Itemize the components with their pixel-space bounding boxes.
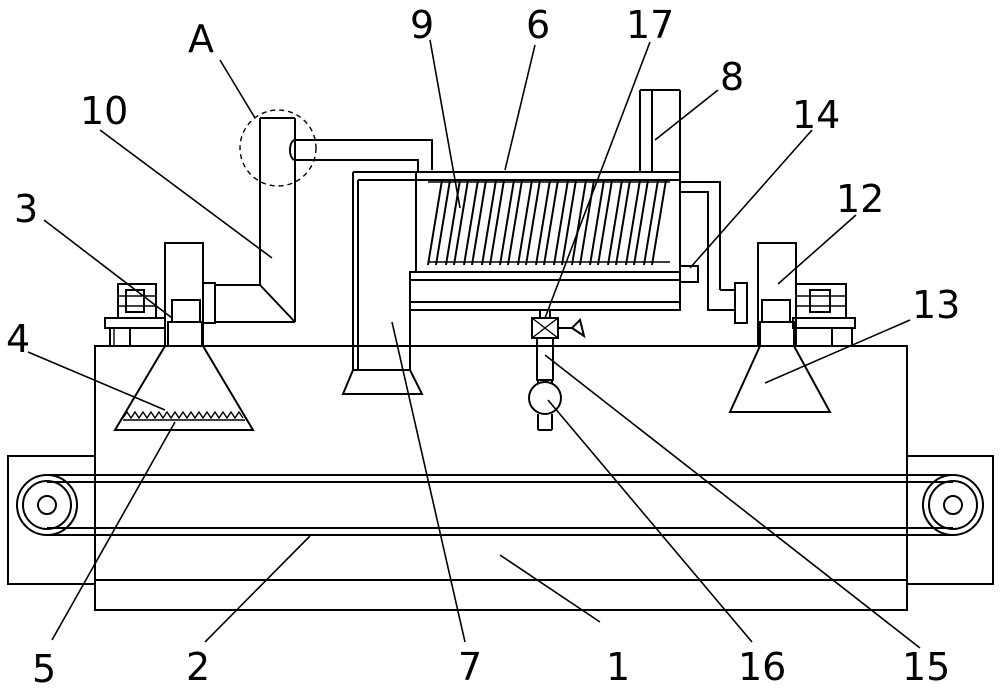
label-a: A: [188, 17, 214, 61]
ball-16: [528, 380, 562, 431]
label-14: 14: [792, 93, 840, 137]
label-5: 5: [32, 647, 56, 689]
conveyor-belt: [16, 474, 984, 536]
left-fan-assembly: [104, 242, 216, 347]
label-10: 10: [80, 89, 128, 133]
label-3: 3: [14, 187, 38, 231]
label-15: 15: [902, 645, 950, 689]
label-13: 13: [912, 283, 960, 327]
label-4: 4: [6, 317, 30, 361]
machine-frame: [7, 345, 994, 611]
right-suction-hood-13: [728, 345, 832, 413]
coil-9: [427, 179, 670, 266]
label-7: 7: [458, 645, 482, 689]
label-2: 2: [186, 645, 210, 689]
duct-10: [215, 117, 433, 323]
label-16: 16: [738, 645, 786, 689]
leader-lines: [27, 39, 921, 649]
label-1: 1: [606, 645, 630, 689]
label-8: 8: [720, 55, 744, 99]
right-fan-assembly: [734, 242, 856, 347]
label-9: 9: [410, 3, 434, 47]
detail-circle-a: [239, 109, 317, 187]
left-roller: [16, 474, 78, 536]
label-6: 6: [526, 3, 550, 47]
left-suction-hood: [113, 345, 255, 431]
right-roller: [922, 474, 984, 536]
outlet-14: [679, 181, 735, 311]
part-labels: A 10 3 4 5 2 7 1 16 15 9 6 17 8 14 12 13: [6, 3, 960, 689]
pipe-15: [536, 337, 554, 381]
valve-17: [531, 310, 586, 339]
center-duct-7: [341, 171, 432, 395]
label-12: 12: [836, 177, 884, 221]
label-17: 17: [626, 3, 674, 47]
